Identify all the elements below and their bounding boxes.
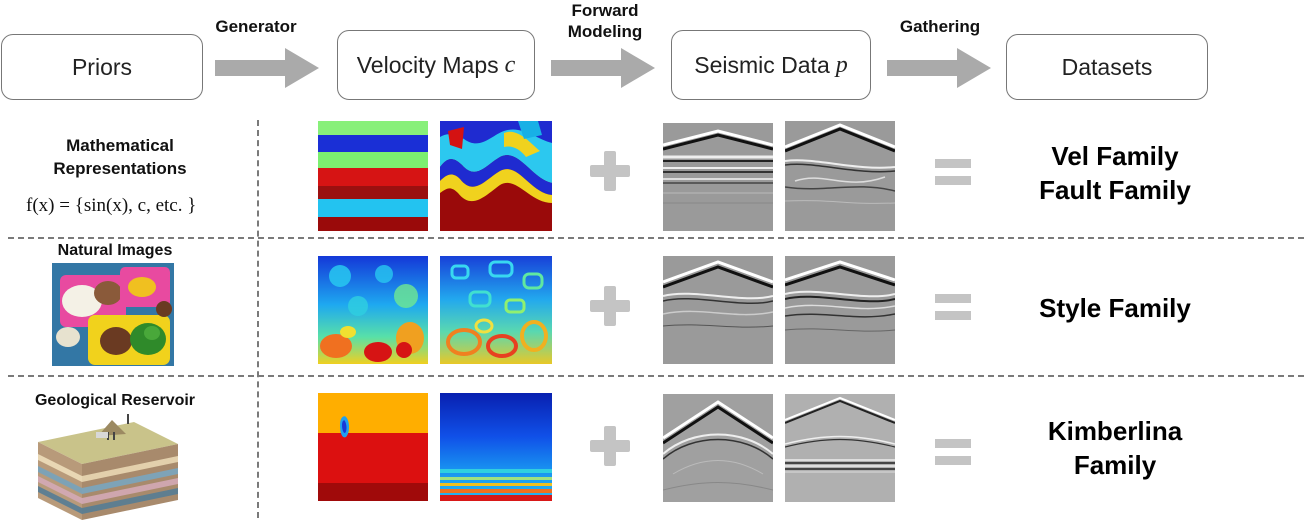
math-formula: f(x) = {sin(x), c, etc. } <box>26 195 197 216</box>
forward-modeling-arrow <box>551 48 655 88</box>
velocity-map-fault <box>440 121 552 231</box>
equals-icon <box>935 294 971 320</box>
velocity-map-style-a <box>318 256 428 364</box>
row2-families: Style Family <box>1039 293 1191 323</box>
seismic-data-1a <box>663 123 773 231</box>
priors-label: Priors <box>71 53 133 80</box>
equals-icon <box>935 159 971 185</box>
equals-icon <box>935 439 971 465</box>
row-separator-1 <box>8 237 1304 239</box>
math-prior-title: Mathematical Representations <box>53 136 187 178</box>
datasets-box: Datasets <box>1006 34 1208 100</box>
row3-families: Kimberlina Family <box>1047 416 1183 480</box>
seismic-data-3a <box>663 394 773 502</box>
datasets-label: Datasets <box>1061 53 1153 80</box>
seismic-data-3b <box>785 394 895 502</box>
row-separator-2 <box>8 375 1304 377</box>
velocity-map-layered <box>318 121 428 231</box>
seismic-symbol: p <box>835 51 848 78</box>
priors-box: Priors <box>1 34 203 100</box>
velocity-map-kimberlina-a <box>318 393 428 501</box>
plus-icon <box>590 151 630 191</box>
gathering-arrow <box>887 48 991 88</box>
seismic-data-1b <box>785 121 895 231</box>
row1-families: Vel Family Fault Family <box>1039 141 1191 205</box>
natural-image-thumbnail <box>52 263 174 366</box>
seismic-data-2b <box>785 256 895 364</box>
plus-icon <box>590 286 630 326</box>
seismic-data-label: Seismic Data <box>694 51 830 78</box>
geological-prior-title: Geological Reservoir <box>34 392 196 409</box>
velocity-maps-label: Velocity Maps <box>356 51 499 78</box>
gathering-label: Gathering <box>899 17 981 36</box>
geological-reservoir-illustration <box>38 414 178 520</box>
seismic-data-2a <box>663 256 773 364</box>
forward-modeling-label: Forward Modeling <box>567 1 643 41</box>
column-separator <box>257 120 259 518</box>
generator-label: Generator <box>215 17 297 36</box>
natural-prior-title: Natural Images <box>57 242 173 259</box>
velocity-map-kimberlina-b <box>440 393 552 501</box>
generator-arrow <box>215 48 319 88</box>
plus-icon <box>590 426 630 466</box>
velocity-symbol: c <box>504 51 516 78</box>
velocity-map-style-b <box>440 256 552 364</box>
